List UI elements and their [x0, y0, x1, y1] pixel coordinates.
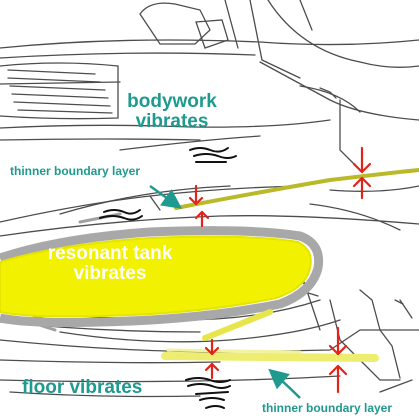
arrow-pair-upper-right	[352, 146, 372, 200]
upper-boundary-layer-line	[174, 168, 419, 210]
bodywork-label: bodywork vibrates	[124, 92, 220, 132]
vibration-mark-floor	[185, 377, 231, 409]
arrow-pair-floor-right	[328, 326, 348, 394]
resonant-tank-label: resonant tank vibrates	[28, 244, 192, 284]
floor-diffuser-highlight	[202, 309, 273, 341]
red-arrows	[188, 146, 372, 394]
arrow-pair-upper-middle	[188, 184, 210, 228]
bodywork-label-line1: bodywork	[127, 91, 217, 112]
pointer-arrow-upper	[149, 184, 183, 209]
resonant-tank-outline	[0, 226, 324, 327]
bodywork-label-line2: vibrates	[135, 110, 209, 132]
floor-vibrates-label: floor vibrates	[22, 377, 143, 398]
arrow-pair-floor-left	[204, 338, 220, 380]
thinner-boundary-layer-label-lower: thinner boundary layer	[262, 401, 393, 415]
resonant-tank-label-line2: vibrates	[73, 262, 147, 284]
vibration-mark-tank	[99, 209, 143, 221]
vibration-mark-bodywork	[189, 147, 237, 163]
resonant-tank-label-line1: resonant tank	[47, 243, 173, 264]
floor-boundary-highlight-stroke	[166, 348, 302, 354]
thinner-boundary-layer-label-upper: thinner boundary layer	[10, 164, 141, 178]
pointer-arrow-lower	[268, 368, 301, 399]
resonant-tank-fill	[0, 235, 312, 318]
floor-boundary-highlight	[161, 352, 379, 362]
vibration-marks	[99, 147, 237, 409]
